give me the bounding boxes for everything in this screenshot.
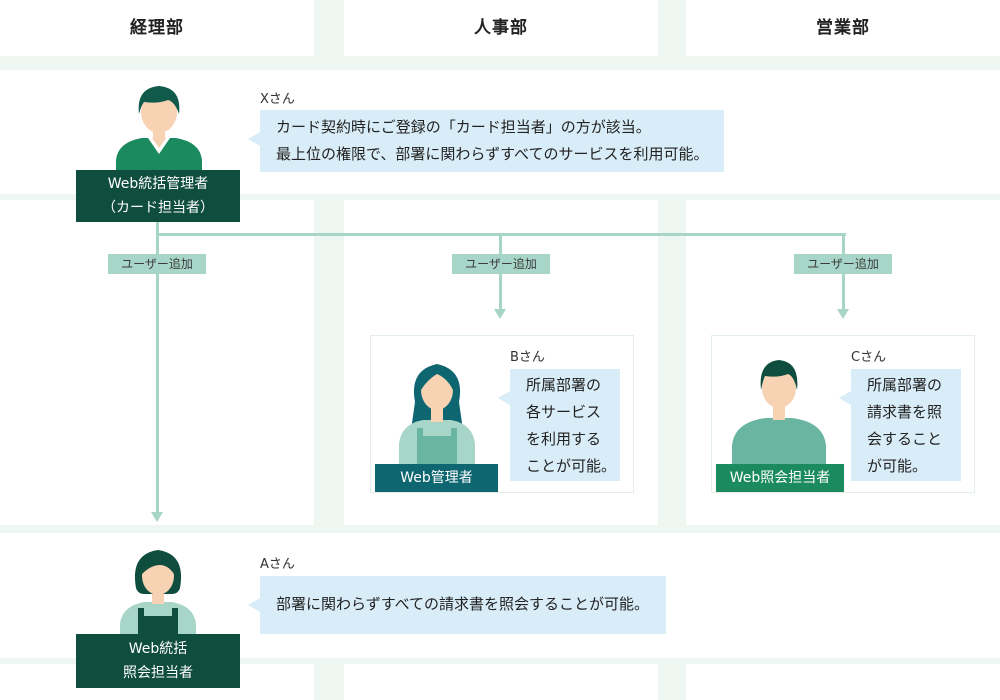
description-c-line-3: 会すること bbox=[867, 430, 943, 448]
column-header-hr: 人事部 bbox=[474, 18, 528, 38]
connector-label-a: ユーザー追加 bbox=[108, 254, 206, 274]
role-badge-x: Web統括管理者 （カード担当者） bbox=[76, 170, 240, 222]
role-a-line-2: 照会担当者 bbox=[123, 665, 193, 681]
connector-label-c: ユーザー追加 bbox=[794, 254, 892, 274]
description-x-line-1: カード契約時にご登録の「カード担当者」の方が該当。 bbox=[276, 118, 651, 136]
connector-vertical-a bbox=[156, 194, 159, 512]
user-name-c: Cさん bbox=[851, 350, 887, 365]
role-x-line-1: Web統括管理者 bbox=[107, 176, 209, 192]
description-c-line-1: 所属部署の bbox=[867, 376, 943, 394]
role-b-line-1: Web管理者 bbox=[400, 470, 473, 486]
description-b-line-3: を利用する bbox=[526, 430, 602, 448]
column-header-sales: 営業部 bbox=[816, 18, 870, 38]
description-a-line-1: 部署に関わらずすべての請求書を照会することが可能。 bbox=[276, 595, 650, 613]
avatar-b-icon bbox=[399, 364, 475, 464]
user-name-a: Aさん bbox=[260, 557, 295, 572]
description-b-line-4: ことが可能。 bbox=[526, 457, 617, 475]
arrow-to-b bbox=[494, 309, 506, 319]
arrow-to-a bbox=[151, 512, 163, 522]
description-x: カード契約時にご登録の「カード担当者」の方が該当。 最上位の権限で、部署に関わら… bbox=[248, 110, 724, 172]
description-c: 所属部署の 請求書を照 会すること が可能。 bbox=[839, 369, 961, 481]
column-header-accounting: 経理部 bbox=[130, 18, 184, 38]
description-x-line-2: 最上位の権限で、部署に関わらずすべてのサービスを利用可能。 bbox=[276, 145, 709, 163]
role-badge-a: Web統括 照会担当者 bbox=[76, 634, 240, 688]
avatar-c-icon bbox=[732, 360, 826, 464]
description-a: 部署に関わらずすべての請求書を照会することが可能。 bbox=[248, 576, 666, 634]
role-badge-b: Web管理者 bbox=[375, 464, 498, 492]
role-a-line-1: Web統括 bbox=[128, 641, 188, 657]
description-c-line-4: が可能。 bbox=[867, 457, 928, 475]
user-name-x: Xさん bbox=[260, 92, 295, 107]
description-b: 所属部署の 各サービス を利用する ことが可能。 bbox=[498, 369, 620, 481]
description-b-line-1: 所属部署の bbox=[526, 376, 602, 394]
role-badge-c: Web照会担当者 bbox=[716, 464, 844, 492]
arrow-to-c bbox=[837, 309, 849, 319]
avatar-x-icon bbox=[116, 86, 202, 174]
role-x-line-2: （カード担当者） bbox=[102, 200, 214, 216]
connector-label-b: ユーザー追加 bbox=[452, 254, 550, 274]
user-name-b: Bさん bbox=[510, 350, 545, 365]
description-c-line-2: 請求書を照 bbox=[867, 403, 943, 421]
description-b-line-2: 各サービス bbox=[526, 403, 602, 421]
role-c-line-1: Web照会担当者 bbox=[729, 470, 831, 486]
avatar-a-icon bbox=[120, 550, 196, 638]
